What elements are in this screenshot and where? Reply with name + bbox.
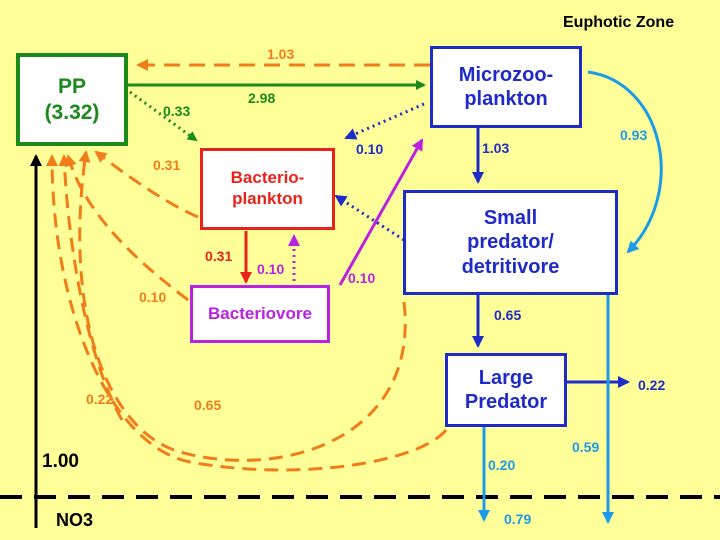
large-predator-box: Large Predator — [445, 353, 567, 427]
bacteriovore-label: Bacteriovore — [208, 303, 312, 323]
flow-label-small-to-pp: 0.65 — [194, 397, 222, 413]
flow-label-small-sink: 0.59 — [572, 439, 600, 455]
zone-label: Euphotic Zone — [563, 14, 675, 31]
flow-label-large-sink: 0.20 — [488, 457, 516, 473]
arrow-bacteriovore-to-pp — [65, 154, 189, 302]
nutrient-supply-label: 1.00 — [42, 451, 79, 472]
flow-label-recycle-left: 0.22 — [86, 391, 114, 407]
flow-label-bacterio-to-pp: 0.31 — [153, 157, 181, 173]
flow-label-bacteriovore-to-pp: 0.10 — [139, 289, 167, 305]
microzoo-label: Microzoo- plankton — [458, 63, 554, 110]
arrow-bacterio-to-pp — [94, 150, 199, 219]
pp-label: PP (3.32) — [44, 74, 100, 124]
arrow-large-to-pp-curve — [46, 154, 448, 472]
flow-label-bacteriovore-to-bacterio: 0.10 — [257, 261, 285, 277]
arrow-recycle-left — [58, 154, 124, 421]
large-predator-label: Large Predator — [464, 366, 548, 413]
flow-label-small-to-large: 0.65 — [494, 307, 522, 323]
arrow-small-to-bacterio — [334, 194, 405, 242]
arrow-bacteriovore-to-microzoo — [338, 138, 424, 286]
microzoo-box: Microzoo- plankton — [430, 46, 582, 128]
arrow-small-to-pp-curve — [78, 150, 407, 462]
flow-label-pp-to-bacterio: 0.33 — [163, 103, 191, 119]
flow-label-microzoo-to-bacterio: 0.10 — [356, 141, 384, 157]
flow-label-microzoo-to-small: 1.03 — [482, 140, 510, 156]
arrow-pp-to-bacterio — [129, 90, 198, 142]
flow-label-microzoo-to-pp: 1.03 — [267, 46, 295, 62]
bacterio-label: Bacterio- plankton — [230, 168, 305, 208]
arrow-microzoo-to-bacterio — [344, 102, 425, 140]
arrow-microzoo-to-small-curve — [587, 70, 663, 254]
flow-label-deep-export: 0.79 — [504, 511, 532, 527]
small-predator-box: Small predator/ detritivore — [403, 190, 618, 295]
flow-label-bacterio-to-bacteriovore: 0.31 — [205, 248, 233, 264]
flow-label-microzoo-to-small-curve: 0.93 — [620, 127, 648, 143]
pp-box: PP (3.32) — [16, 53, 128, 146]
flow-label-large-export: 0.22 — [638, 377, 666, 393]
small-predator-label: Small predator/ detritivore — [461, 206, 560, 278]
bacteriovore-box: Bacteriovore — [190, 285, 330, 343]
bacterio-box: Bacterio- plankton — [200, 148, 335, 230]
nutrient-source-label: NO3 — [56, 510, 94, 530]
flow-label-bacteriovore-to-microzoo: 0.10 — [348, 270, 376, 286]
flow-label-pp-to-microzoo: 2.98 — [248, 90, 276, 106]
